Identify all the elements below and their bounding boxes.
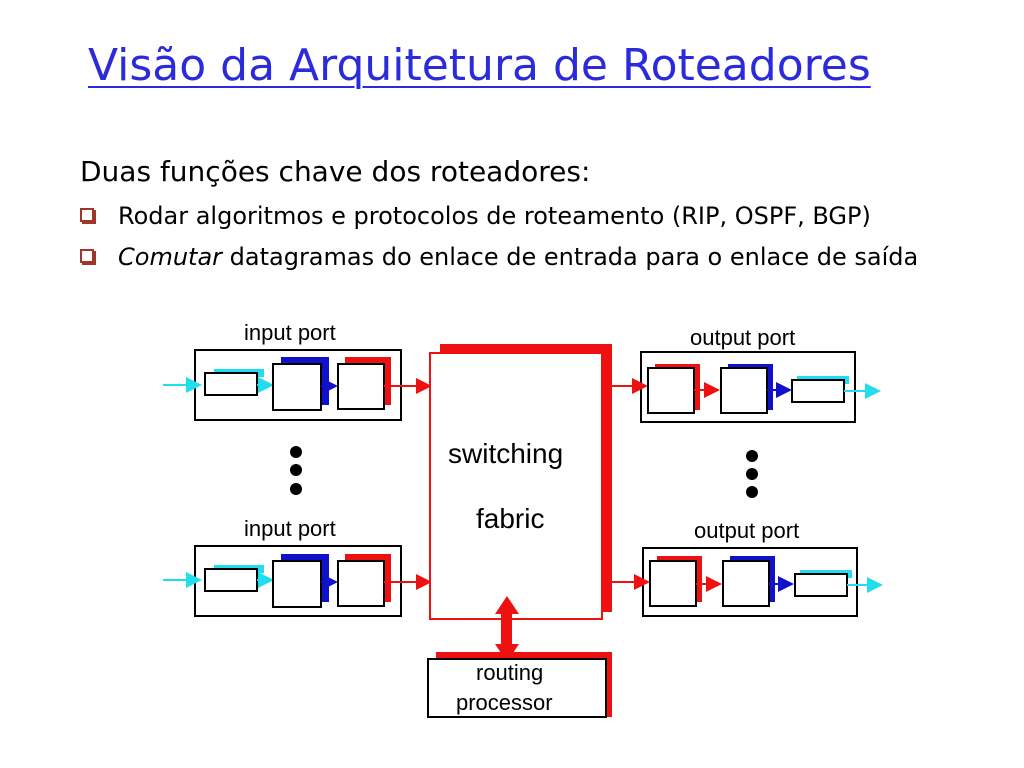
- output-port-top-label: output port: [690, 325, 795, 350]
- slide-title: Visão da Arquitetura de Roteadores: [88, 40, 871, 91]
- line-termination-box: [204, 372, 258, 396]
- routing-processor-label-2: processor: [456, 690, 553, 715]
- bullet-square-icon: [80, 208, 94, 222]
- lookup-queue-box: [337, 363, 385, 410]
- output-queue-box: [649, 560, 697, 607]
- link-layer-box: [720, 367, 768, 414]
- bullet-text-2-rest: datagramas do enlace de entrada para o e…: [222, 243, 919, 271]
- input-port-bottom-label: input port: [244, 516, 336, 541]
- switching-fabric-label-1: switching: [448, 438, 563, 469]
- bullet-item-2: Comutar datagramas do enlace de entrada …: [80, 240, 960, 274]
- output-port-bottom: output port: [612, 518, 883, 617]
- lookup-queue-box: [337, 560, 385, 607]
- bullet-square-icon: [80, 249, 94, 263]
- input-port-top-label: input port: [244, 320, 336, 345]
- line-termination-box: [204, 568, 258, 592]
- bullet-emphasis: Comutar: [118, 243, 223, 271]
- input-port-top: input port: [163, 320, 432, 421]
- routing-processor: routing processor: [427, 652, 612, 718]
- routing-processor-label-1: routing: [476, 660, 543, 685]
- link-layer-box: [722, 560, 770, 607]
- link-layer-box: [272, 560, 322, 608]
- ellipsis-dots-left: [290, 446, 302, 495]
- bullet-text-2: Comutar datagramas do enlace de entrada …: [118, 240, 960, 274]
- bullet-item-1: Rodar algoritmos e protocolos de roteame…: [80, 199, 960, 233]
- line-termination-box: [791, 379, 845, 403]
- bullet-text-1: Rodar algoritmos e protocolos de roteame…: [118, 202, 871, 230]
- output-port-top: output port: [612, 325, 881, 423]
- switching-fabric-label-2: fabric: [476, 503, 544, 534]
- output-port-bottom-label: output port: [694, 518, 799, 543]
- intro-text: Duas funções chave dos roteadores:: [80, 155, 591, 188]
- switching-fabric: switching fabric: [429, 344, 612, 620]
- line-termination-box: [794, 573, 848, 597]
- output-queue-box: [647, 367, 695, 414]
- input-port-bottom: input port: [163, 516, 432, 617]
- link-layer-box: [272, 363, 322, 411]
- ellipsis-dots-right: [746, 450, 758, 498]
